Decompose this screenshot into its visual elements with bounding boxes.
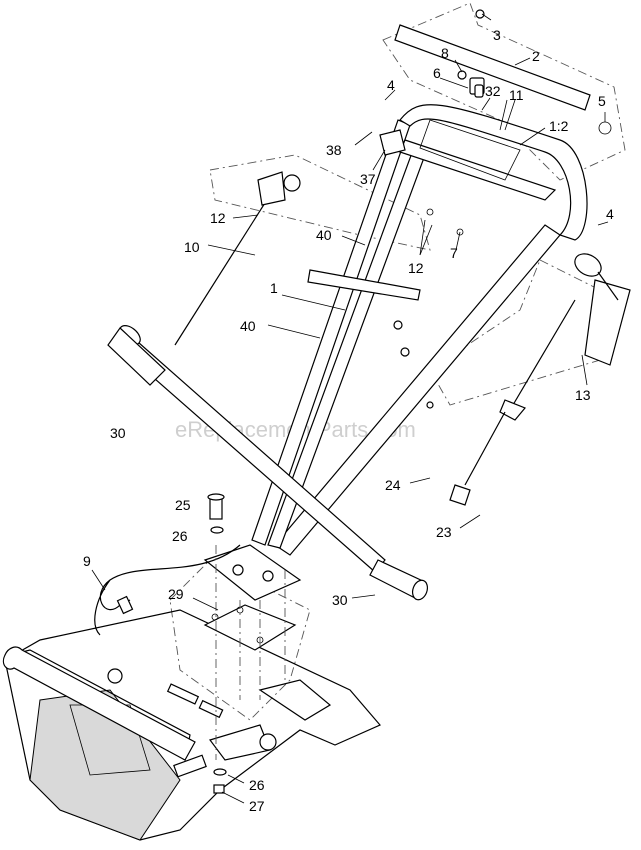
- grip-bar: [107, 325, 429, 601]
- wire-harness: [94, 544, 241, 636]
- handle-frame: [251, 104, 588, 556]
- callout-40-top: 40: [316, 227, 332, 243]
- callout-29: 29: [168, 586, 184, 602]
- callout-4-right: 4: [606, 206, 614, 222]
- lower-boundary: [169, 559, 311, 721]
- callout-10: 10: [184, 239, 200, 255]
- callout-24: 24: [385, 477, 401, 493]
- callout-5: 5: [598, 93, 606, 109]
- callout-13: 13: [575, 387, 591, 403]
- callout-38: 38: [326, 142, 342, 158]
- callout-1: 1: [270, 280, 278, 296]
- hardware: [207, 493, 286, 794]
- control-lever: [449, 253, 631, 506]
- callout-11: 11: [509, 87, 524, 103]
- callout-8: 8: [441, 45, 449, 61]
- deck-frame: [4, 609, 381, 841]
- callout-12-center: 12: [408, 260, 424, 276]
- callout-6: 6: [433, 65, 441, 81]
- callout-25: 25: [175, 497, 191, 513]
- handle-base-mount: [203, 544, 302, 651]
- callout-2: 2: [532, 48, 540, 64]
- callout-26-bottom: 26: [249, 777, 265, 793]
- callout-30-right: 30: [332, 592, 348, 608]
- top-bracket-boundary: [382, 2, 626, 181]
- callout-7: 7: [450, 245, 458, 261]
- callout-32: 32: [485, 83, 501, 99]
- callout-37: 37: [360, 171, 376, 187]
- callout-23: 23: [436, 524, 452, 540]
- callout-1-2: 1:2: [549, 118, 569, 134]
- callout-26-top: 26: [172, 528, 188, 544]
- switch-assembly: [379, 70, 484, 236]
- callout-3: 3: [493, 27, 501, 43]
- harness-connector: [116, 595, 134, 615]
- left-cable: [174, 171, 301, 346]
- callout-12-left: 12: [210, 210, 226, 226]
- leader-lines: [91, 13, 609, 804]
- callout-4-top: 4: [387, 77, 395, 93]
- callout-30-left: 30: [110, 425, 126, 441]
- callout-9: 9: [83, 553, 91, 569]
- callout-labels: 3 2 8 6 4 32 11 5 1:2 38 37 12 4 40 10 7…: [83, 27, 614, 814]
- callout-40-mid: 40: [240, 318, 256, 334]
- deck-tube: [2, 646, 196, 761]
- left-cable-boundary: [209, 154, 431, 251]
- callout-27: 27: [249, 798, 265, 814]
